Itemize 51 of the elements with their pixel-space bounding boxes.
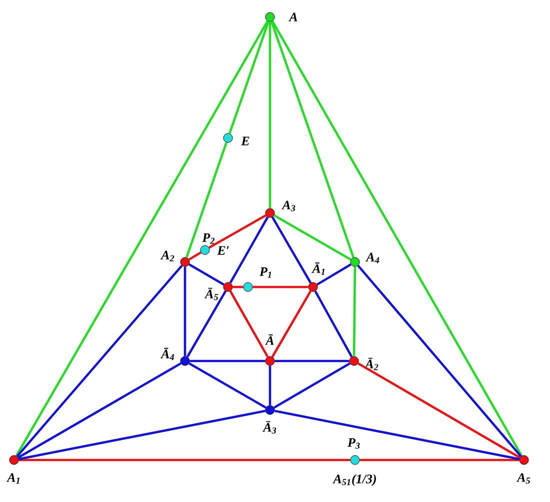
graph-edge (358, 362, 520, 459)
graph-edge (352, 266, 356, 356)
graph-edge (316, 263, 352, 286)
vertex-label: A$_{2}$ (160, 250, 174, 262)
graph-edge (16, 264, 183, 458)
graph-edge (274, 214, 352, 261)
vertex-label: E′ (217, 246, 229, 255)
graph-edge (188, 263, 224, 286)
graph-edge (18, 410, 266, 460)
graph-edge (208, 214, 266, 249)
graph-edge (228, 21, 270, 134)
graph-edge (185, 142, 228, 258)
graph-edge (271, 216, 312, 284)
graph-edge (360, 458, 520, 462)
vertex-label: Ā$_{3}$ (262, 421, 276, 434)
graph-edge (184, 266, 186, 356)
graph-edge (271, 20, 523, 456)
graph-edge (357, 264, 522, 458)
graph-edge (186, 290, 227, 358)
vertex-label: P$_{1}$ (260, 267, 272, 278)
graph-edge (270, 21, 355, 258)
vertex-label: Ā (265, 334, 274, 345)
graph-edge (229, 290, 269, 358)
graph-edge (268, 366, 272, 406)
vertex-label: A$_{4}$ (366, 252, 380, 264)
graph-edge (18, 362, 182, 459)
vertex-label: A$_{5}$ (516, 473, 530, 484)
graph-edge (229, 216, 269, 284)
vertex-label: P$_{2}$ (202, 233, 214, 244)
vertex-label: A$_{3}$ (282, 200, 296, 212)
graph-edge (18, 458, 350, 462)
graph-edge (271, 290, 312, 358)
vertex-label: Ā$_{4}$ (160, 348, 174, 360)
vertex-label: P$_{3}$ (348, 438, 360, 449)
graph-edge (188, 362, 266, 409)
vertex-label: E (241, 136, 250, 146)
vertex-label: Ā$_{1}$ (312, 262, 324, 275)
graph-edge (190, 360, 266, 362)
graph-edge (274, 410, 520, 460)
vertex-label: A$_{1}$ (6, 473, 20, 484)
graph-edge (268, 22, 272, 208)
graph-edge (232, 286, 244, 288)
graph-edge (15, 20, 269, 456)
graph-edge (188, 251, 202, 261)
graph-edge (314, 290, 353, 358)
graph-edge (274, 360, 350, 362)
vertex-label: Ā$_{5}$ (204, 288, 218, 300)
graph-edge (274, 362, 350, 409)
vertex-label: A (288, 12, 298, 22)
graph-edge (252, 286, 308, 288)
vertex-label: A$_{51}$(1/3) (332, 474, 376, 486)
